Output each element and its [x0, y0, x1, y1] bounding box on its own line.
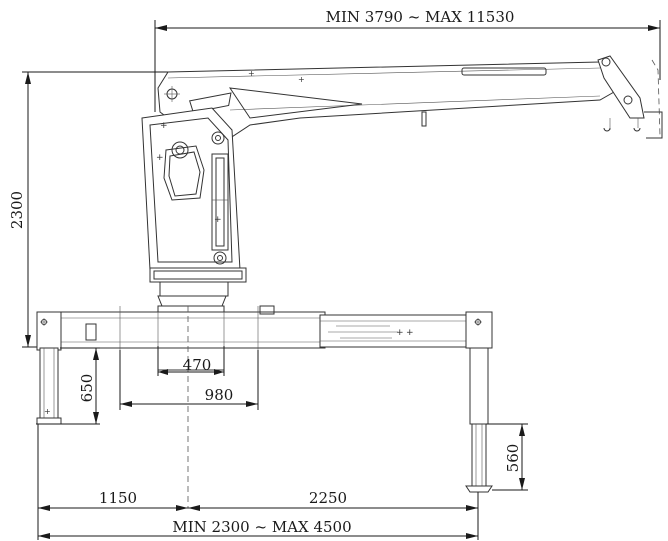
- svg-text:+: +: [156, 153, 164, 163]
- pedestal-width-label: 470: [183, 356, 212, 374]
- left-leg-dimension: 650: [36, 347, 100, 425]
- frame-width-label: 980: [205, 386, 234, 404]
- right-leg: [465, 347, 493, 493]
- outrigger-span-dimension: MIN 2300 ~ MAX 4500: [38, 518, 478, 539]
- outrigger-span-label: MIN 2300 ~ MAX 4500: [172, 518, 351, 536]
- svg-text:+: +: [214, 215, 222, 225]
- base-frame: + +: [36, 305, 493, 508]
- svg-text:+: +: [406, 328, 414, 338]
- right-leg-dimension: 560: [486, 423, 528, 491]
- left-leg: +: [36, 347, 62, 425]
- left-span-label: 1150: [99, 489, 137, 507]
- svg-text:+: +: [44, 407, 51, 416]
- left-leg-label: 650: [78, 374, 96, 403]
- span-dimension: 1150 2250: [37, 424, 479, 540]
- boom-reach-dimension: MIN 3790 ~ MAX 11530: [154, 8, 661, 112]
- boom-reach-label: MIN 3790 ~ MAX 11530: [326, 8, 515, 26]
- svg-text:+: +: [396, 328, 404, 338]
- boom: + +: [157, 55, 663, 149]
- column: + + +: [141, 107, 241, 271]
- right-leg-label: 560: [504, 444, 522, 473]
- frame-width-dimension: 980: [119, 350, 259, 410]
- height-dimension: 2300: [8, 71, 260, 348]
- right-span-label: 2250: [309, 489, 347, 507]
- height-label: 2300: [8, 191, 26, 229]
- svg-text:+: +: [248, 69, 255, 78]
- pedestal-width-dimension: 470: [157, 346, 225, 376]
- svg-text:+: +: [160, 121, 168, 131]
- svg-text:+: +: [298, 75, 305, 84]
